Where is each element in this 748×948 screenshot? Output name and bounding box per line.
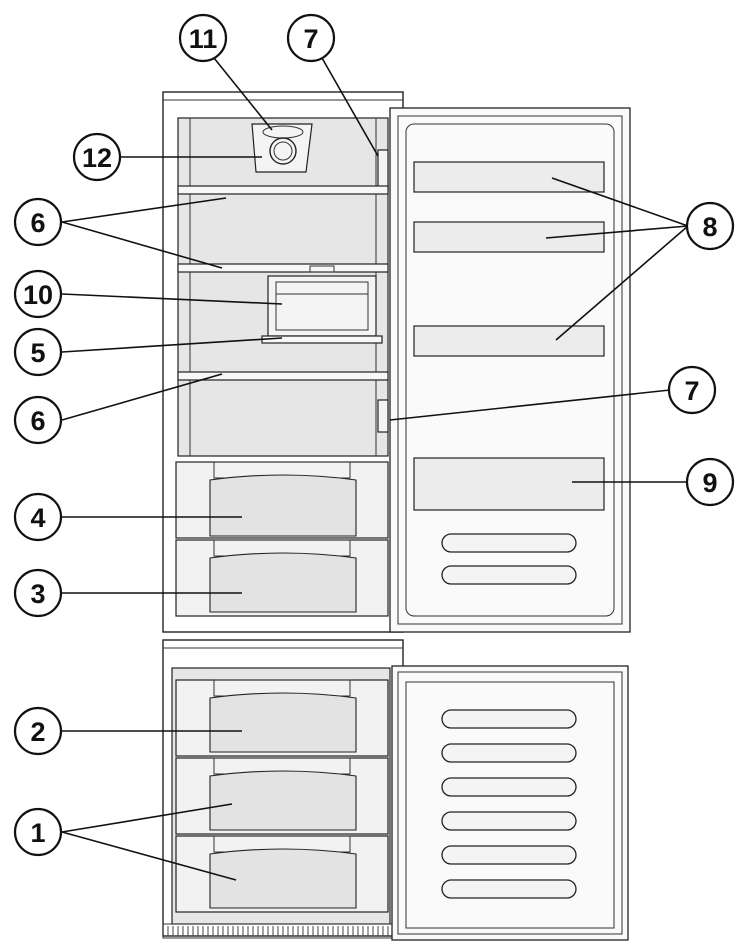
glass-shelf-middle xyxy=(177,263,389,273)
freezer-drawer-middle xyxy=(175,757,389,835)
callout-7-top-number: 7 xyxy=(303,24,318,54)
freezer-drawer-bottom xyxy=(175,835,389,913)
callout-10-number: 10 xyxy=(23,280,53,310)
callout-3-number: 3 xyxy=(30,579,45,609)
callout-7-lower-number: 7 xyxy=(684,376,699,406)
thermostat-light-unit xyxy=(251,123,313,173)
callout-6-upper-number: 6 xyxy=(30,208,45,238)
callout-11: 11 xyxy=(178,13,228,63)
freezer-drawer-top xyxy=(175,679,389,757)
box-support-shelf xyxy=(261,335,383,344)
callout-6-lower-number: 6 xyxy=(30,406,45,436)
glass-shelf-lower xyxy=(177,371,389,381)
freezer-door xyxy=(391,665,629,941)
callout-10: 10 xyxy=(13,269,63,319)
callout-5-number: 5 xyxy=(30,338,45,368)
callout-2: 2 xyxy=(13,706,63,756)
callout-8: 8 xyxy=(685,201,735,251)
fridge-cabinet xyxy=(162,91,404,633)
callout-9: 9 xyxy=(685,457,735,507)
crisper-drawer-lower xyxy=(175,539,389,617)
callout-7-lower: 7 xyxy=(667,365,717,415)
storage-box xyxy=(267,265,377,337)
callout-12: 12 xyxy=(72,132,122,182)
callout-3: 3 xyxy=(13,568,63,618)
door-recess-1 xyxy=(441,533,577,553)
callout-1-number: 1 xyxy=(30,818,45,848)
callout-4: 4 xyxy=(13,492,63,542)
callout-7-top: 7 xyxy=(286,13,336,63)
door-balcony-3 xyxy=(413,325,605,357)
callout-11-number: 11 xyxy=(189,24,218,54)
callout-4-number: 4 xyxy=(30,503,45,533)
callout-8-number: 8 xyxy=(702,212,717,242)
door-recess-2 xyxy=(441,565,577,585)
glass-shelf-top xyxy=(177,185,389,195)
callout-6-lower: 6 xyxy=(13,395,63,445)
fridge-door xyxy=(389,107,631,633)
callout-12-number: 12 xyxy=(82,143,112,173)
door-balcony-2 xyxy=(413,221,605,253)
callout-6-upper: 6 xyxy=(13,197,63,247)
leader-lines xyxy=(61,57,689,881)
door-balcony-1 xyxy=(413,161,605,193)
thermostat-knob xyxy=(269,137,297,165)
crisper-drawer-upper xyxy=(175,461,389,539)
callout-9-number: 9 xyxy=(702,468,717,498)
bottle-balcony xyxy=(413,457,605,511)
callout-2-number: 2 xyxy=(30,717,45,747)
callout-1: 1 xyxy=(13,807,63,857)
callout-5: 5 xyxy=(13,327,63,377)
freezer-cabinet xyxy=(162,639,404,939)
